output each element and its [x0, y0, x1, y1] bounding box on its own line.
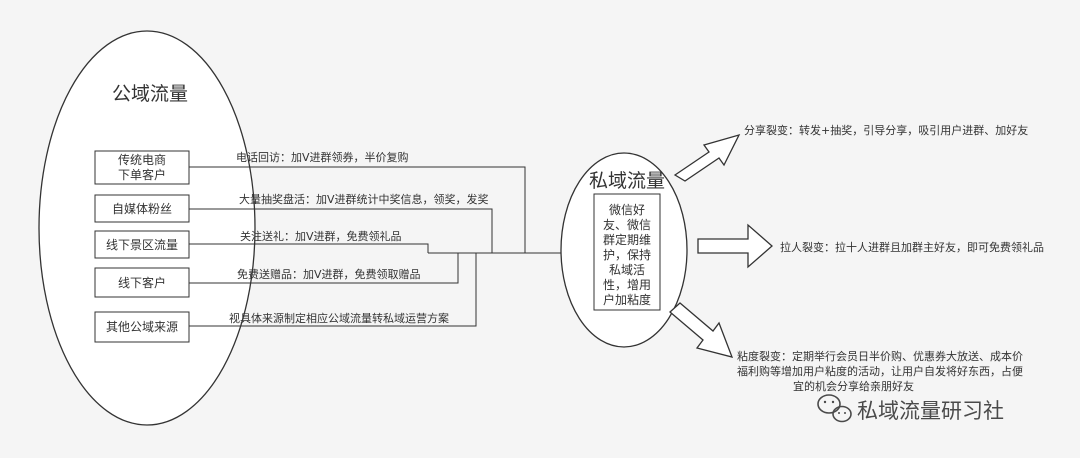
connector-label: 电话回访：加V进群领券，半价复购: [236, 150, 409, 164]
connector-line: [189, 243, 429, 253]
private-traffic-desc: 微信好 友、微信 群定期维 护，保持 私域活 性，增用 户加粘度: [603, 203, 651, 307]
source-label-line: 下单客户: [118, 167, 166, 182]
outcome-label-stickiness: 宜的机会分享给亲朋好友: [793, 379, 914, 393]
outcome-arrow-invite: [697, 223, 773, 269]
private-desc-line: 友、微信: [603, 218, 651, 232]
outcome-arrow-share: [673, 133, 741, 182]
connector-line: [189, 208, 493, 253]
private-traffic-title: 私域流量: [589, 170, 665, 192]
source-box-scenic: 线下景区流量: [94, 230, 190, 259]
source-label-line: 线下景区流量: [106, 238, 178, 252]
source-label-line: 线下客户: [118, 275, 166, 290]
connector-label: 大量抽奖盘活：加V进群统计中奖信息，领奖，发奖: [239, 192, 489, 206]
private-desc-line: 护，保持: [603, 247, 651, 262]
watermark: 私域流量研习社: [817, 394, 1004, 423]
connector-label: 免费送赠品：加V进群，免费领取赠品: [237, 267, 421, 281]
connector-label: 关注送礼：加V进群，免费领礼品: [240, 229, 402, 243]
source-box-media-fans: 自媒体粉丝: [94, 194, 190, 223]
source-box-ecommerce: 传统电商 下单客户: [94, 150, 190, 185]
source-label-line: 传统电商: [118, 152, 166, 167]
private-desc-line: 私域活: [609, 263, 645, 277]
source-box-offline: 线下客户: [94, 267, 190, 298]
private-desc-line: 性，增用: [603, 278, 651, 292]
source-label-line: 自媒体粉丝: [112, 202, 172, 216]
private-desc-line: 户加粘度: [603, 292, 651, 307]
private-traffic-desc-box: [593, 193, 661, 311]
connector-label: 视具体来源制定相应公域流量转私域运营方案: [229, 311, 449, 325]
private-desc-line: 群定期维: [603, 232, 651, 247]
connector-line: [189, 253, 459, 284]
private-desc-line: 微信好: [609, 203, 645, 217]
source-box-other: 其他公域来源: [94, 311, 190, 343]
outcome-arrow-stickiness: [669, 302, 734, 358]
wechat-icon: [817, 394, 852, 423]
connector-line: [189, 253, 477, 327]
connector-line: [189, 166, 526, 253]
watermark-text: 私域流量研习社: [857, 399, 1004, 423]
outcome-label-invite: 拉人裂变：拉十人进群且加群主好友，即可免费领礼品: [780, 240, 1044, 254]
outcome-label-stickiness: 粘度裂变：定期举行会员日半价购、优惠券大放送、成本价: [737, 349, 1023, 363]
public-traffic-title: 公域流量: [112, 83, 188, 105]
source-label-line: 其他公域来源: [106, 320, 178, 334]
outcome-label-share: 分享裂变：转发+抽奖，引导分享，吸引用户进群、加好友: [744, 123, 1028, 137]
outcome-label-stickiness: 福利购等增加用户粘度的活动，让用户自发将好东西，占便: [737, 364, 1023, 378]
